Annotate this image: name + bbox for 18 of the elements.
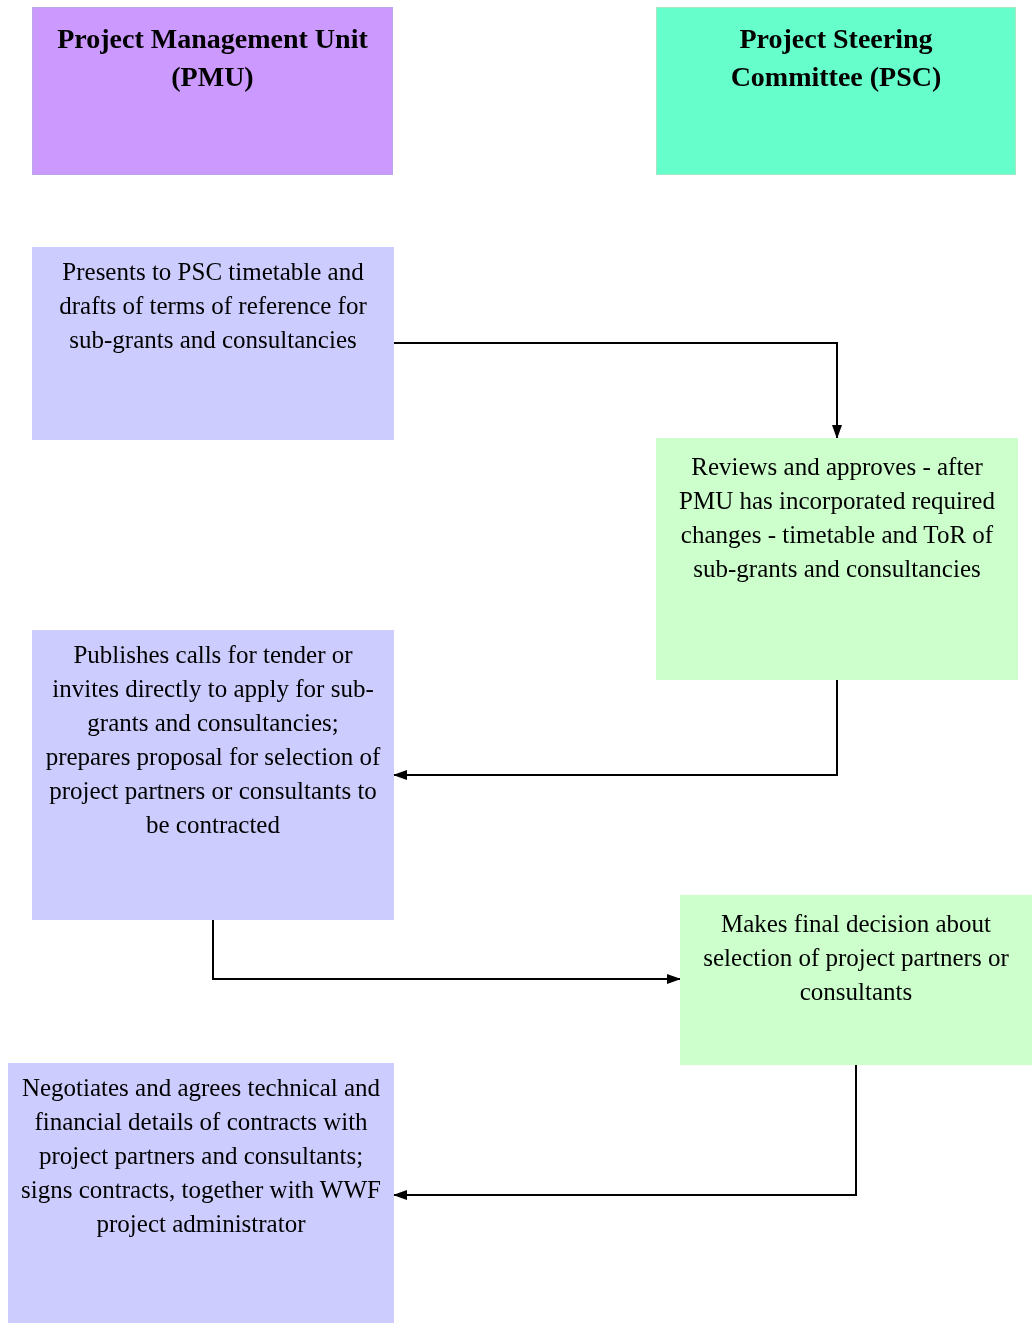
arrow bbox=[393, 1064, 857, 1200]
box-text: Reviews and approves - after PMU has incorporated required changes - timetable and ToR of sub-grants and consultancies bbox=[678, 452, 996, 584]
header-box bbox=[32, 7, 393, 175]
process-box bbox=[680, 895, 1032, 1065]
box-text: Publishes calls for tender or invites directly to apply for sub-grants and consultancies; prepares proposal for selection of project partners or consultants to be contracted bbox=[44, 640, 382, 840]
box-text: Presents to PSC timetable and drafts of terms of reference for sub-grants and consultancies bbox=[58, 257, 368, 355]
box-text: Project Steering Committee (PSC) bbox=[729, 22, 943, 94]
process-box bbox=[32, 630, 394, 920]
arrow bbox=[393, 342, 842, 439]
arrow bbox=[212, 919, 681, 984]
box-text: Negotiates and agrees technical and financial details of contracts with project partners and consultants; signs contracts, together with WWF project administrator bbox=[20, 1073, 382, 1239]
box-text: Project Management Unit (PMU) bbox=[56, 22, 369, 94]
process-box bbox=[8, 1063, 394, 1323]
arrow bbox=[393, 679, 838, 780]
box-text: Makes final decision about selection of project partners or consultants bbox=[702, 909, 1010, 1007]
process-box bbox=[32, 247, 394, 440]
process-box bbox=[656, 438, 1018, 680]
header-box bbox=[656, 7, 1016, 175]
